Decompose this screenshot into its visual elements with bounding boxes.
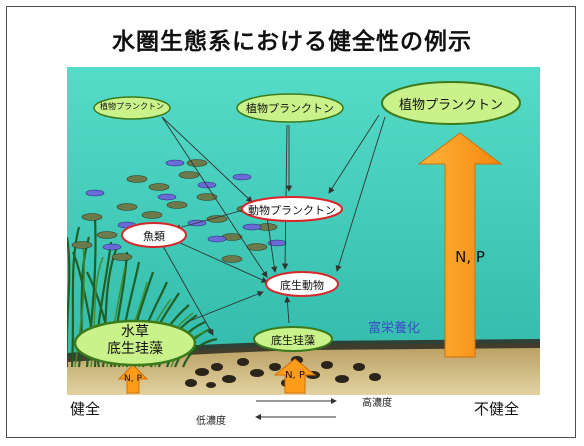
label-phytoplankton-large: 植物プランクトン	[398, 98, 503, 113]
label-high-concentration: 高濃度	[362, 398, 392, 409]
label-benthic-diatoms: 底生珪藻	[271, 334, 315, 347]
label-zooplankton: 動物プランクトン	[248, 204, 336, 217]
label-phytoplankton-medium: 植物プランクトン	[246, 102, 334, 115]
label-fish: 魚類	[143, 230, 165, 243]
node-zooplankton	[241, 196, 343, 222]
slide-title: 水圏生態系における健全性の例示	[112, 29, 472, 55]
label-aquatic-plants-line1: 水草	[121, 324, 149, 340]
label-unhealthy: 不健全	[474, 400, 520, 418]
node-phytoplankton-medium	[236, 93, 344, 123]
big-np-arrow	[417, 132, 503, 358]
label-phytoplankton-small: 植物プランクトン	[100, 102, 164, 111]
small-np-arrow-left	[117, 364, 149, 394]
node-fish	[121, 222, 187, 248]
small-np-arrow-right	[273, 358, 317, 394]
node-aquatic-plants	[73, 319, 197, 367]
node-benthos	[265, 271, 339, 297]
label-small-np-left: N, P	[124, 374, 142, 384]
label-big-np: N, P	[455, 248, 485, 266]
label-healthy: 健全	[70, 400, 101, 418]
label-aquatic-plants-line2: 底生珪藻	[107, 341, 163, 357]
label-low-concentration: 低濃度	[196, 416, 226, 427]
node-benthic-diatoms	[253, 326, 333, 352]
concentration-arrows	[255, 398, 337, 420]
node-phytoplankton-small	[93, 96, 171, 120]
label-eutrophication: 富栄養化	[368, 321, 421, 336]
node-phytoplankton-large	[381, 81, 521, 125]
label-aquatic-plants: 水草 底生珪藻	[73, 324, 197, 358]
fish-school	[71, 159, 302, 263]
label-benthos: 底生動物	[280, 279, 324, 292]
label-small-np-right: N, P	[285, 370, 305, 381]
sediment-stones	[185, 356, 381, 388]
